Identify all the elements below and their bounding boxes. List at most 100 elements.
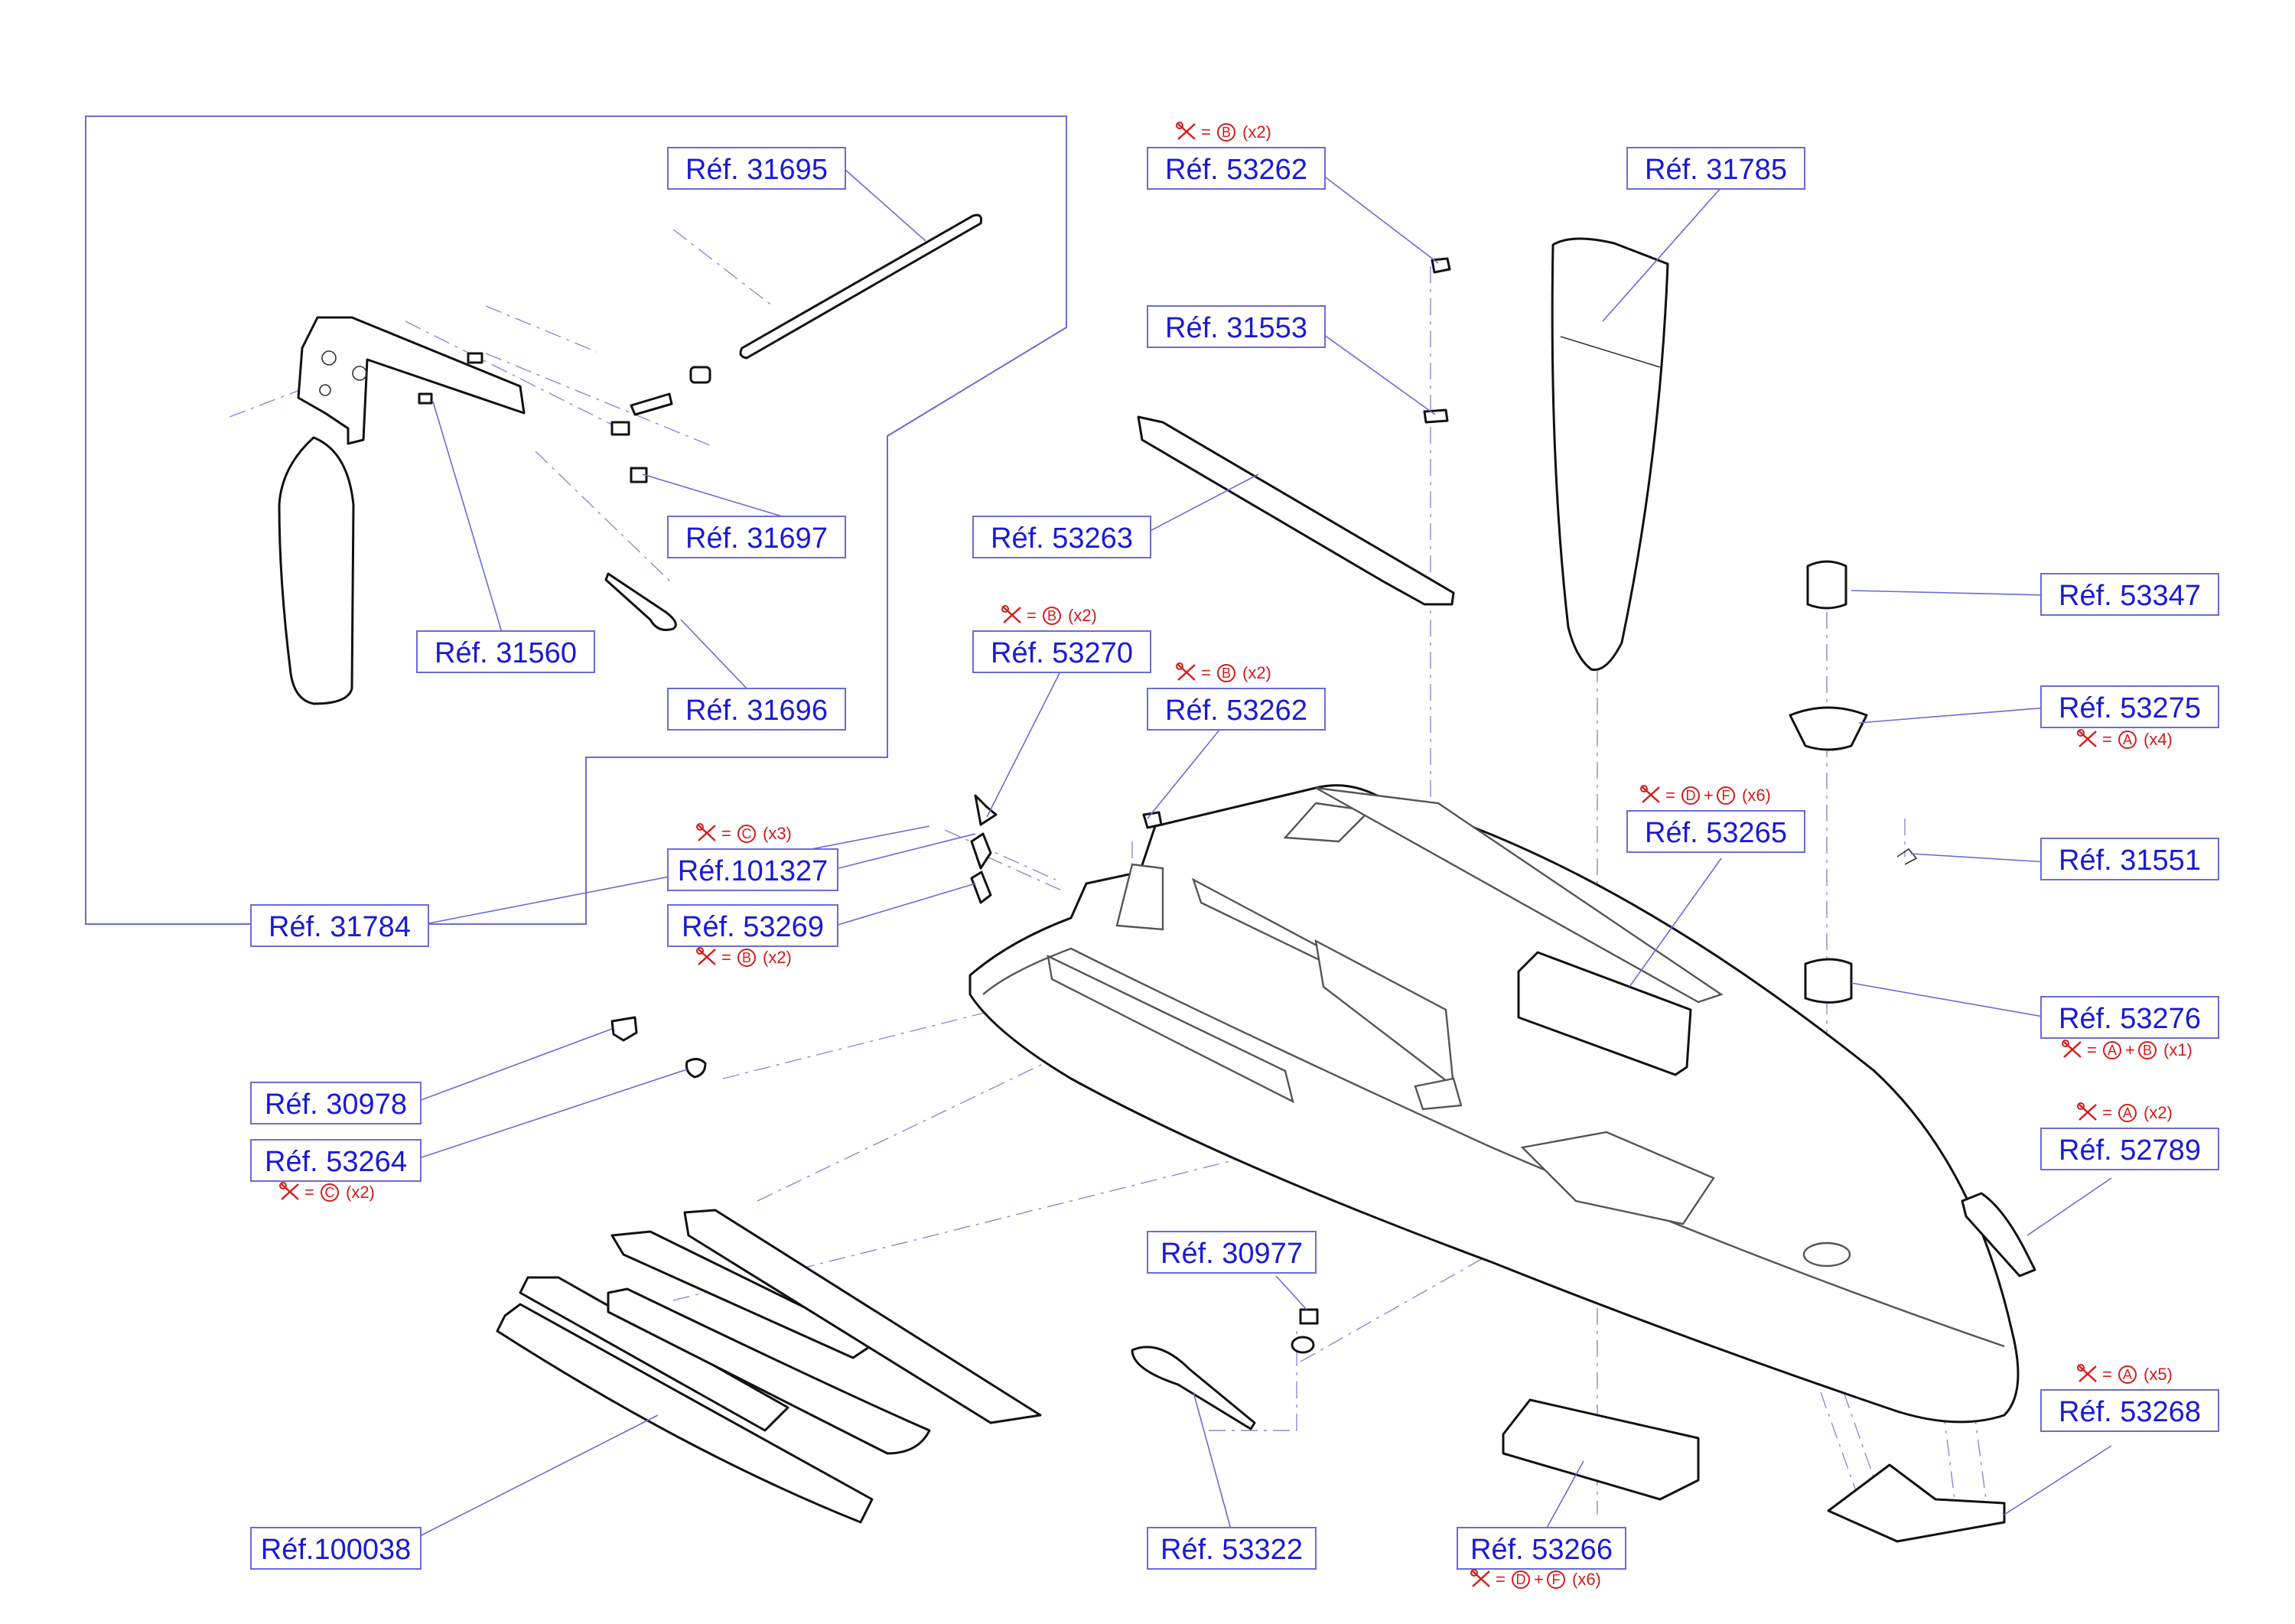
wrench-screwdriver-icon [1176, 122, 1196, 140]
ref-label-53347: Réf. 53347 [2040, 573, 2219, 616]
ref-label-53276: Réf. 53276 [2040, 996, 2219, 1039]
tool-letter-circle [2138, 1041, 2157, 1059]
tool-letter: A [2123, 1105, 2132, 1121]
deck-pad-1-part [610, 1230, 877, 1359]
tool-letter-circle [2118, 731, 2137, 749]
tool-note-52789: =A(x2) [2077, 1102, 2173, 1122]
wrench-screwdriver-icon [696, 823, 716, 841]
tool-letter: B [1222, 666, 1231, 681]
tool-letter-circle [2118, 1365, 2137, 1384]
tool-letter-circle [737, 949, 756, 967]
tool-note-53270: =B(x2) [1001, 605, 1097, 625]
storage-box-53265-part [1517, 951, 1692, 1076]
clip-53269-part [970, 871, 992, 904]
tool-plus-sign: + [1704, 786, 1714, 805]
ref-label-52789-text: Réf. 52789 [2059, 1134, 2201, 1167]
tool-letter-circle [2118, 1104, 2137, 1122]
tool-note-53275: =A(x4) [2077, 729, 2173, 749]
tool-note-53264: =C(x2) [279, 1182, 375, 1202]
ref-label-31560: Réf. 31560 [416, 630, 595, 673]
tool-quantity: (x6) [1742, 786, 1771, 805]
rudder-bolt-part [630, 392, 673, 416]
ref-label-31695-text: Réf. 31695 [685, 154, 828, 186]
tool-equals-sign: = [1027, 606, 1037, 625]
ref-label-53262-top-text: Réf. 53262 [1165, 154, 1307, 186]
ref-label-53270: Réf. 53270 [972, 630, 1151, 673]
ref-label-30978-text: Réf. 30978 [265, 1089, 407, 1121]
ref-label-31784-text: Réf. 31784 [269, 911, 411, 943]
ref-label-31697: Réf. 31697 [667, 516, 846, 558]
wrench-screwdriver-icon [2077, 1364, 2097, 1382]
tool-letter-circle [1512, 1570, 1530, 1589]
spring-clip-31551-part [1896, 848, 1918, 865]
ref-label-53262-top: Réf. 53262 [1147, 147, 1326, 190]
clip-101327-part [970, 832, 992, 870]
ref-label-52789: Réf. 52789 [2040, 1128, 2219, 1170]
tool-quantity: (x2) [763, 948, 792, 967]
ref-label-53268: Réf. 53268 [2040, 1389, 2219, 1432]
ref-label-53269-text: Réf. 53269 [682, 911, 824, 943]
washer-30977-part [1291, 1336, 1315, 1354]
downhaul-rope-part [604, 572, 677, 631]
tool-letter: A [2108, 1043, 2117, 1058]
tool-quantity: (x2) [1242, 663, 1271, 682]
rudder-stopper-part [418, 392, 433, 405]
ref-label-31784: Réf. 31784 [250, 904, 429, 947]
wrench-screwdriver-icon [696, 947, 716, 965]
tool-equals-sign: = [721, 948, 731, 967]
deck-pad-4-part [607, 1287, 931, 1455]
wrench-screwdriver-icon [279, 1182, 299, 1200]
ref-label-101327-text: Réf.101327 [678, 855, 828, 887]
ref-label-31697-text: Réf. 31697 [685, 522, 828, 555]
ref-label-53322: Réf. 53322 [1147, 1527, 1317, 1570]
ref-label-53269: Réf. 53269 [667, 904, 838, 947]
ref-label-31696-text: Réf. 31696 [685, 695, 828, 727]
ref-label-53270-text: Réf. 53270 [991, 637, 1133, 669]
tool-quantity: (x2) [2144, 1103, 2173, 1122]
rudder-spacer-part [467, 352, 483, 364]
wrench-screwdriver-icon [1470, 1569, 1490, 1587]
ref-label-53265-text: Réf. 53265 [1645, 817, 1787, 849]
tool-note-53262a: =B(x2) [1176, 122, 1271, 142]
ref-label-53262-mid-text: Réf. 53262 [1165, 695, 1307, 727]
tool-letter: F [1722, 788, 1730, 803]
tool-quantity: (x6) [1572, 1570, 1601, 1589]
tool-note-53268: =A(x5) [2077, 1364, 2173, 1384]
tool-equals-sign: = [1201, 122, 1211, 142]
tool-letter-circle [2103, 1041, 2121, 1059]
daggerboard-part [1551, 237, 1669, 672]
tool-note-53265: =D+F(x6) [1640, 785, 1771, 805]
ref-label-53262-mid: Réf. 53262 [1147, 688, 1326, 731]
tool-letter-circle [1217, 123, 1235, 142]
ref-label-31785-text: Réf. 31785 [1645, 154, 1787, 186]
ref-label-53263: Réf. 53263 [972, 516, 1151, 558]
tool-letter: B [1222, 125, 1231, 140]
tool-quantity: (x5) [2144, 1365, 2173, 1384]
ref-label-31785: Réf. 31785 [1626, 147, 1805, 190]
wrench-screwdriver-icon [2062, 1040, 2082, 1058]
ref-label-30977: Réf. 30977 [1147, 1231, 1317, 1274]
tool-letter: D [1686, 788, 1696, 803]
tool-letter: B [2143, 1043, 2152, 1058]
tool-notes: =B(x2)=B(x2)=B(x2)=C(x3)=B(x2)=C(x2)=D+F… [279, 122, 2192, 1589]
skeg-53268-part [1827, 1463, 2006, 1543]
rudder-bush-part [689, 366, 711, 384]
centerboard-part [1137, 415, 1455, 606]
ref-label-31553: Réf. 31553 [1147, 305, 1326, 348]
tool-quantity: (x1) [2163, 1040, 2192, 1059]
ref-label-100038-text: Réf.100038 [261, 1534, 412, 1566]
ref-label-53275-text: Réf. 53275 [2059, 692, 2201, 724]
ref-label-53268-text: Réf. 53268 [2059, 1396, 2201, 1428]
tool-letter: A [2123, 732, 2132, 747]
tool-letter-circle [321, 1183, 339, 1202]
rudder-pin-part [610, 421, 630, 436]
clip-53262-mid-part [1142, 811, 1163, 829]
mast-cap-53347-part [1806, 560, 1847, 610]
tool-letter: C [742, 826, 752, 841]
strap-53322-part [1131, 1346, 1256, 1430]
wrench-screwdriver-icon [2077, 729, 2097, 747]
tool-equals-sign: = [1201, 663, 1211, 682]
wrench-screwdriver-icon [1640, 785, 1660, 803]
ref-label-31696: Réf. 31696 [667, 688, 846, 731]
